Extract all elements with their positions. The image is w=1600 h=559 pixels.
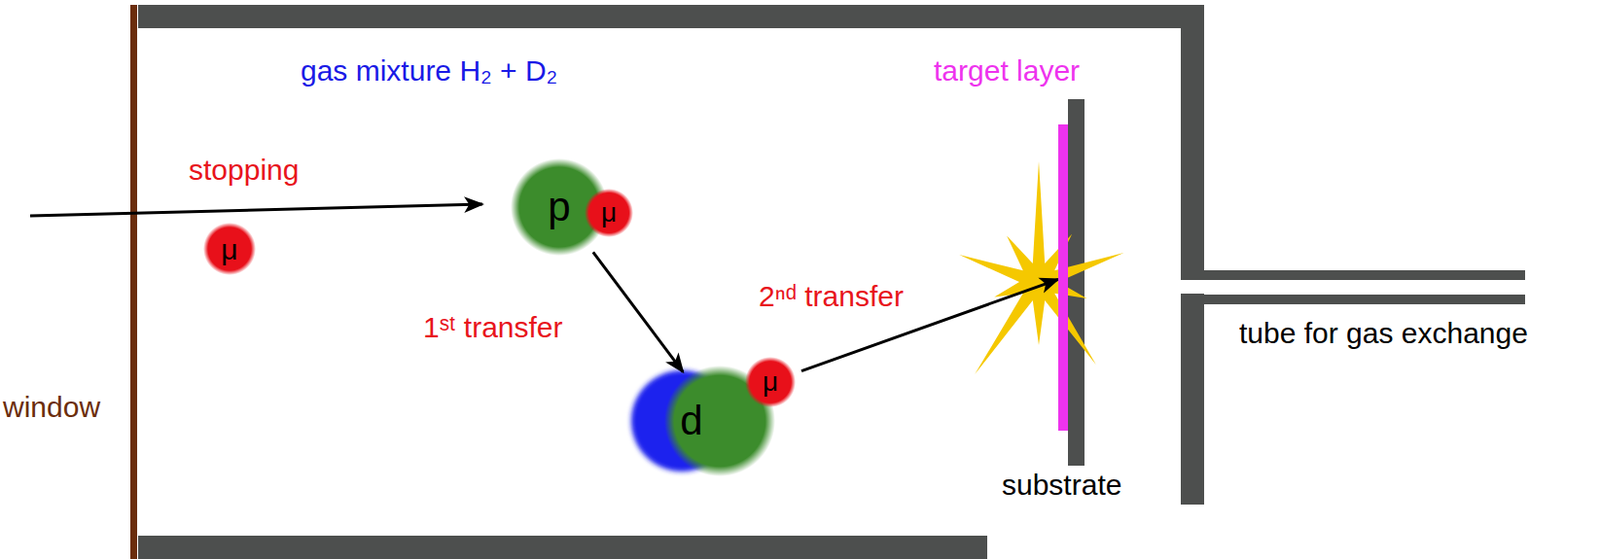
part-name: window [2,391,101,424]
particle-symbol: μ [601,198,617,229]
right-wall-lower [1180,293,1205,505]
transfer-arrow [593,251,683,372]
edge-label: 1ˢᵗ transfer [423,311,564,344]
tube-wall-bottom [1204,294,1526,305]
right-wall-upper [1180,4,1205,281]
muon-particle: μ [745,356,796,408]
particle-symbol: μ [762,367,779,398]
particle-symbol: μ [220,233,238,266]
top-wall [138,4,1205,29]
stopping-arrow [30,204,483,216]
reaction-burst [959,161,1124,375]
part-name: tube for gas exchange [1239,317,1529,350]
particle-symbol: d [679,398,703,444]
muon-particle: μ [203,222,256,276]
particle-symbol: p [547,184,570,230]
gas-label: gas mixture H₂ + D₂ [300,54,558,87]
muon-particle: μ [584,188,634,238]
edge-label: 2ⁿᵈ transfer [758,280,904,313]
process-label: stopping [188,153,299,186]
substrate [1067,99,1085,466]
node-heading: target layer [933,54,1080,87]
window [130,4,138,559]
part-name: substrate [1001,468,1122,501]
tube-wall-top [1204,270,1526,281]
target-layer: target layer [1058,124,1068,431]
bottom-wall [138,535,988,559]
